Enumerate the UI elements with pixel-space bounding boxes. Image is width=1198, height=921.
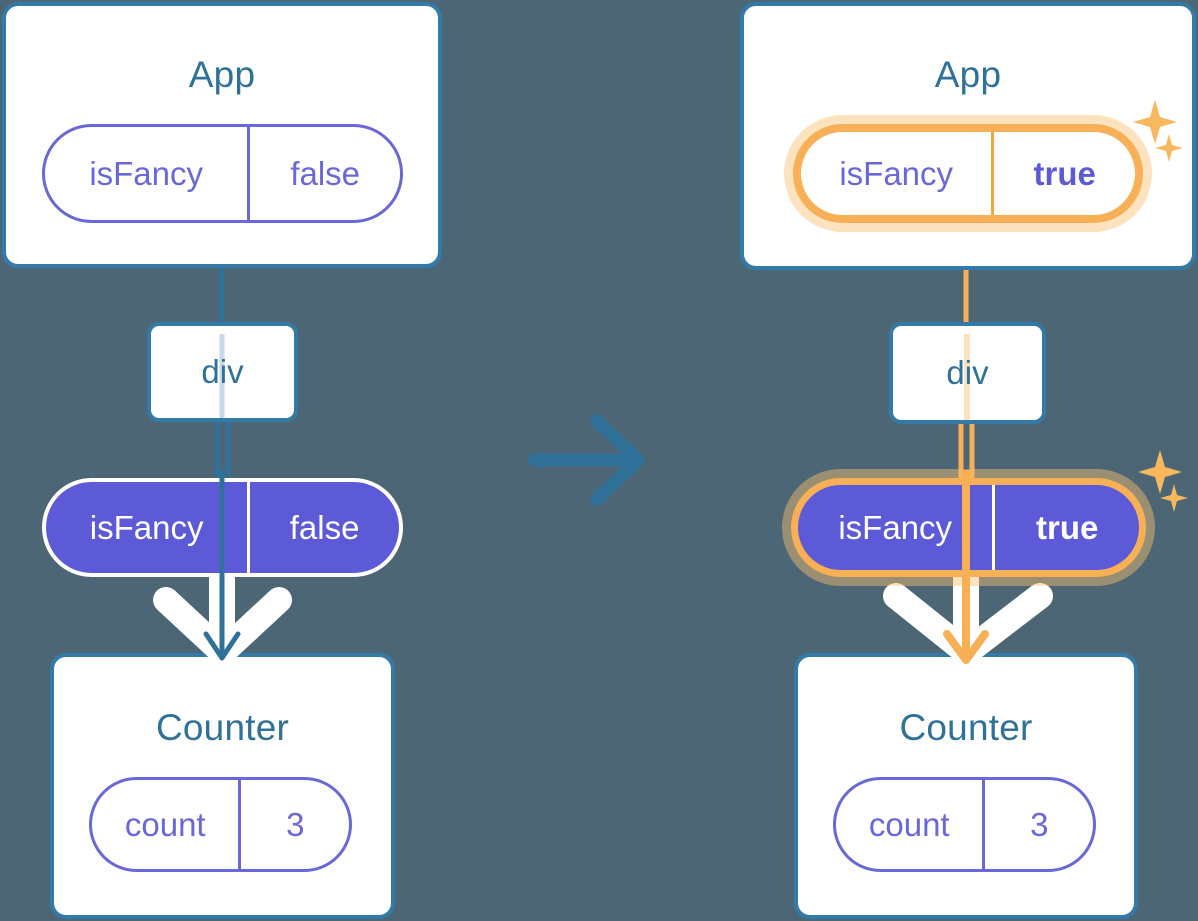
- div-node-before: div: [147, 322, 298, 422]
- flow-arrow-head-after: [943, 630, 989, 664]
- state-pill-name-after: isFancy: [839, 154, 954, 192]
- app-card-title-after: App: [934, 54, 1002, 95]
- counter-state-pill-before: count 3: [89, 777, 352, 872]
- arrow-right-icon-head: [590, 414, 645, 506]
- counter-pill-name-after: count: [868, 805, 950, 843]
- div-node-label: div: [201, 353, 244, 390]
- counter-pill-name: count: [124, 805, 206, 843]
- state-pill-value: false: [247, 127, 400, 220]
- state-pill-value-after: true: [991, 132, 1135, 215]
- counter-card-title-after: Counter: [899, 707, 1033, 748]
- app-state-pill-before: isFancy false: [42, 124, 403, 223]
- flow-arrow-head-before: [203, 631, 241, 661]
- props-pill-value: false: [247, 482, 399, 573]
- state-pill-name: isFancy: [89, 154, 204, 192]
- props-pill-name-after: isFancy: [838, 508, 953, 546]
- counter-card-title: Counter: [155, 707, 290, 748]
- props-pill-name: isFancy: [89, 508, 204, 546]
- app-card-title: App: [188, 54, 256, 95]
- div-node-after: div: [889, 322, 1046, 424]
- div-node-label-after: div: [946, 354, 989, 391]
- counter-pill-value-after: 3: [982, 780, 1093, 869]
- counter-pill-value: 3: [238, 780, 349, 869]
- app-state-pill-after[interactable]: isFancy true: [793, 124, 1143, 223]
- props-pill-value-after: true: [992, 485, 1139, 570]
- counter-state-pill-after: count 3: [833, 777, 1096, 872]
- div-inner-wire: [219, 334, 225, 418]
- div-inner-wire-after: [964, 334, 970, 420]
